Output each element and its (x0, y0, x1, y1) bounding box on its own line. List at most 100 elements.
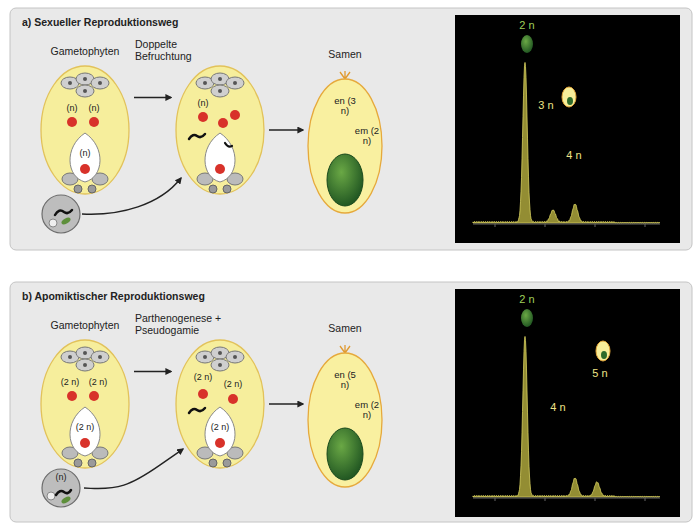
embryo-sac-outline (176, 340, 264, 468)
shape-drawing (40, 65, 130, 195)
shape-drawing (455, 15, 680, 243)
egg-cell (70, 407, 100, 456)
egg-nucleus (215, 164, 225, 174)
egg-cell (70, 133, 100, 182)
polar-nucleus (198, 112, 208, 122)
antipodal-cell (226, 77, 244, 89)
axis-tick (595, 498, 596, 501)
panel-background (10, 282, 692, 522)
micropyle-tuft (340, 345, 350, 353)
micropylar-cell (209, 185, 217, 193)
vegetative-nucleus (47, 492, 55, 500)
sperm-cell (189, 408, 205, 413)
pollen-grain (42, 195, 80, 233)
ploidy-label: (2 n) (221, 379, 245, 389)
sperm-cell (55, 210, 72, 215)
cell-nucleus (98, 81, 102, 85)
shape-drawing (175, 339, 265, 469)
polar-nucleus (89, 391, 99, 401)
seed-icon (562, 87, 576, 107)
axis-tick (645, 498, 646, 501)
embryo (327, 428, 363, 480)
x-axis (473, 224, 660, 225)
egg-cell (205, 407, 235, 456)
sperm-cell (189, 134, 205, 139)
sperm-cell (60, 495, 71, 504)
ploidy-label: (n) (62, 103, 82, 113)
embryo-sac: (n) (175, 65, 265, 195)
cell-nucleus (218, 89, 222, 93)
polar-nucleus (67, 391, 77, 401)
panel-title: b) Apomiktischer Reproduktionsweg (22, 290, 422, 302)
axis-tick (645, 224, 646, 227)
polar-nucleus (228, 394, 238, 404)
stage-heading: Gametophyten (30, 319, 140, 331)
seed-coat (308, 353, 382, 487)
seed: Samenen (3 n)em (2 n) (307, 70, 383, 214)
axis-tick (495, 224, 496, 227)
shape-drawing (307, 344, 383, 488)
stage-heading: Samen (295, 322, 395, 334)
embryo-sac-outline (176, 66, 264, 194)
vegetative-nucleus (49, 219, 57, 227)
histogram-panel: 2 n3 n4 n (455, 15, 680, 243)
shape-drawing (175, 65, 265, 195)
antipodal-cell (76, 359, 94, 371)
axis-tick (545, 498, 546, 501)
seed-icon-embryo (567, 97, 573, 105)
ploidy-label: (2 n) (58, 377, 82, 387)
histogram-trace (473, 336, 660, 497)
stage-heading: Gametophyten (30, 45, 140, 57)
embryo-sac: (2 n) (2 n) (2 n) (175, 339, 265, 469)
antipodal-cell (211, 85, 229, 97)
polar-nucleus (67, 117, 77, 127)
embryo-sac-outline (41, 66, 129, 194)
cell-nucleus (218, 363, 222, 367)
ploidy-label: (n) (84, 103, 104, 113)
micropylar-cell (74, 185, 82, 193)
peak-label: 2 n (512, 293, 542, 306)
antipodal-cell (91, 351, 109, 363)
cell-nucleus (83, 89, 87, 93)
cell-nucleus (83, 363, 87, 367)
pollen-wall (42, 469, 80, 507)
ploidy-label: (n) (75, 148, 95, 158)
ploidy-label: (n) (193, 98, 213, 108)
arrow-connector (269, 403, 303, 404)
embryo (327, 154, 363, 206)
micropylar-cell (74, 459, 82, 467)
sperm-cell (225, 143, 232, 147)
pathway-panel: a) Sexueller ReproduktionswegGametophyte… (10, 8, 692, 250)
ploidy-label: (2 n) (208, 422, 232, 432)
arrow-connector (134, 97, 171, 98)
antipodal-cell (211, 359, 229, 371)
polar-nucleus (89, 117, 99, 127)
micropylar-cell (223, 459, 231, 467)
seed-coat (308, 79, 382, 213)
shape-drawing (40, 339, 130, 469)
sperm-cell (56, 490, 71, 495)
polar-nucleus (198, 389, 208, 399)
x-axis (473, 498, 660, 499)
pathway-panel: b) Apomiktischer ReproduktionswegGametop… (10, 282, 692, 522)
shape-drawing (307, 70, 383, 214)
antipodal-cell (226, 351, 244, 363)
histogram-panel: 2 n4 n5 n (455, 289, 680, 517)
cell-nucleus (233, 355, 237, 359)
arrow-connector (269, 129, 303, 130)
cell-nucleus (98, 355, 102, 359)
ploidy-label: (2 n) (191, 372, 215, 382)
arrow-connector (134, 371, 171, 372)
cell-nucleus (233, 81, 237, 85)
egg-nucleus (80, 438, 90, 448)
peak-label: 4 n (545, 401, 571, 414)
cell-nucleus (83, 77, 87, 81)
seed: Samenen (5 n)em (2 n) (307, 344, 383, 488)
shape-drawing (455, 289, 680, 517)
peak-label: 3 n (533, 99, 559, 112)
stage-heading: Samen (295, 48, 395, 60)
seed-label: en (3 n) (332, 96, 358, 117)
seed-label: em (2 n) (354, 400, 380, 421)
axis-tick (495, 498, 496, 501)
